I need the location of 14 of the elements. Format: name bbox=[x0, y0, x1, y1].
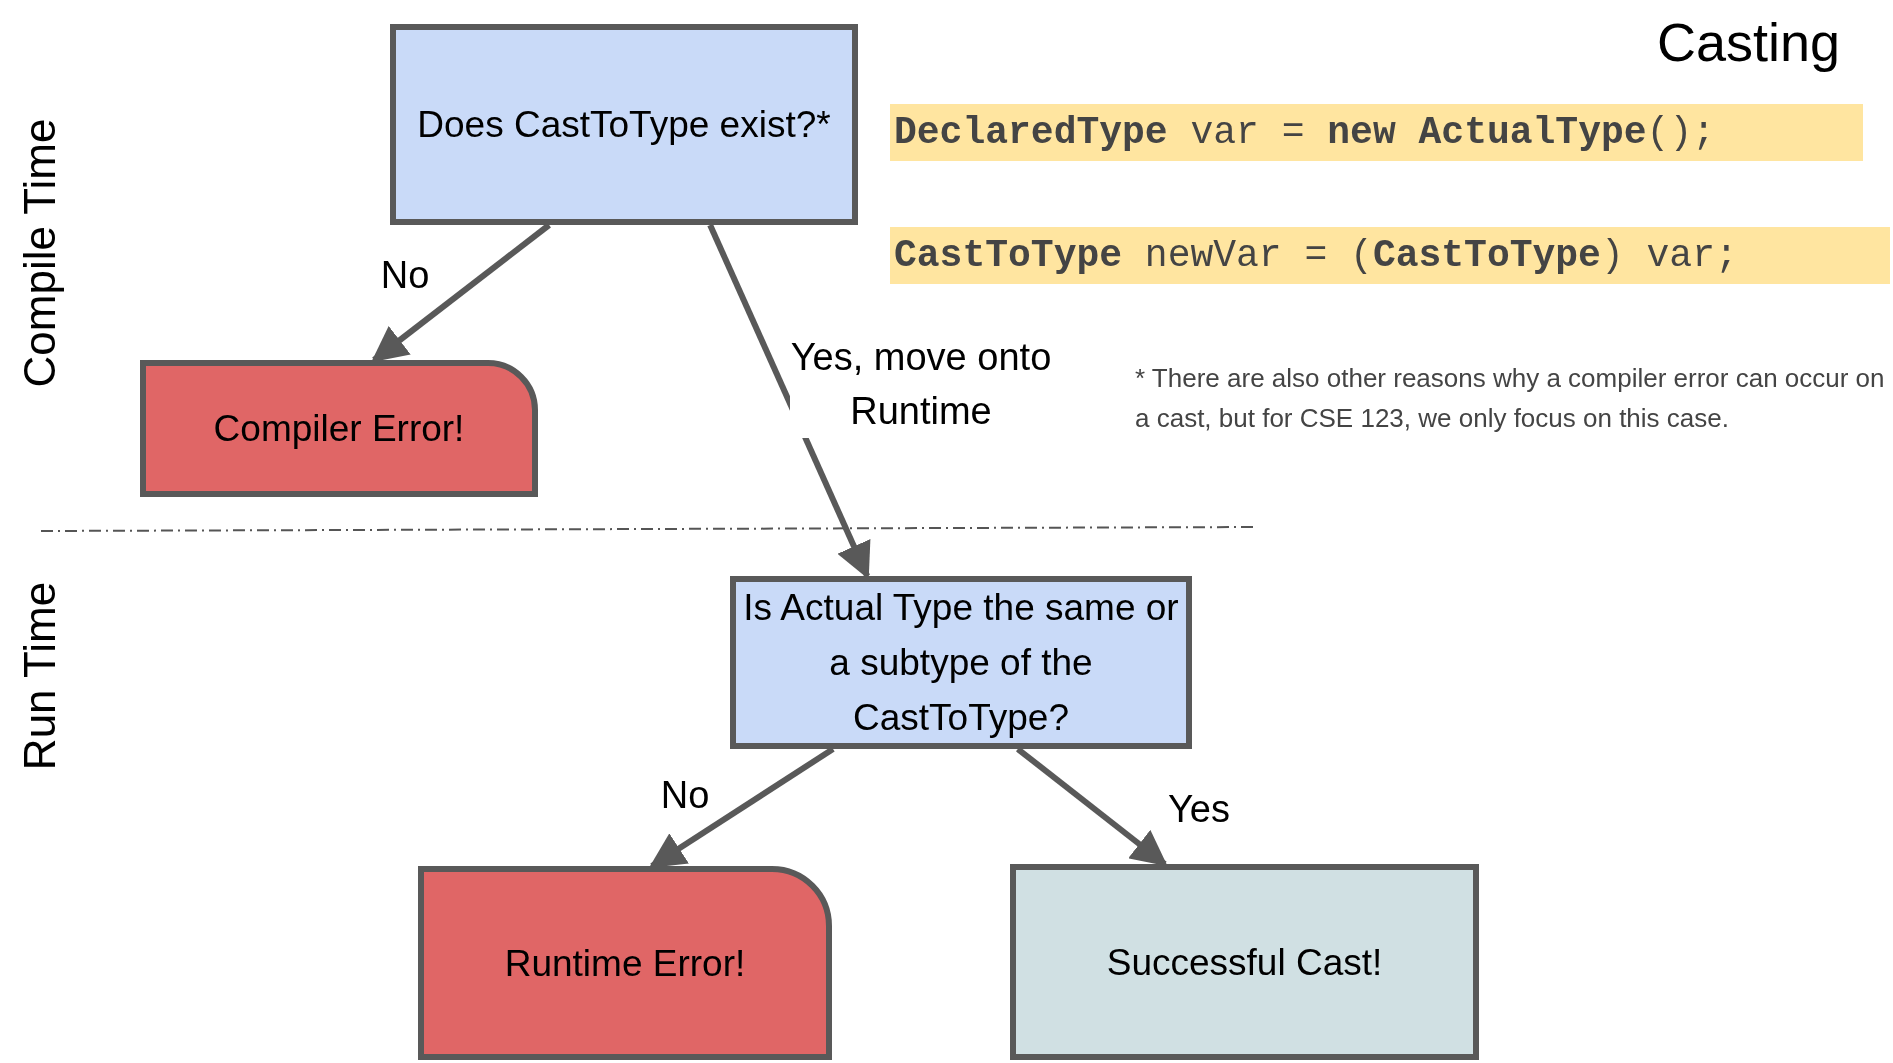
title: Casting bbox=[1655, 11, 1840, 74]
decision-box bbox=[730, 576, 1192, 749]
error-box bbox=[140, 360, 538, 497]
node-text: Successful Cast! bbox=[1106, 940, 1383, 985]
section-label: Run Time bbox=[14, 581, 65, 771]
node-text: Compiler Error! bbox=[213, 407, 465, 451]
node-text: Is Actual Type the same or a subtype of the CastToType? bbox=[742, 586, 1180, 740]
error-box bbox=[418, 866, 832, 1060]
section-label: Compile Time bbox=[14, 118, 65, 388]
result-box bbox=[1010, 864, 1479, 1060]
node-text: Does CastToType exist?* bbox=[417, 103, 831, 147]
footnote: * There are also other reasons why a compiler error can occur on a cast, but for CSE 123, we only focus on this case. bbox=[1135, 362, 1886, 435]
node-text: Runtime Error! bbox=[504, 941, 746, 986]
decision-box bbox=[390, 24, 858, 225]
